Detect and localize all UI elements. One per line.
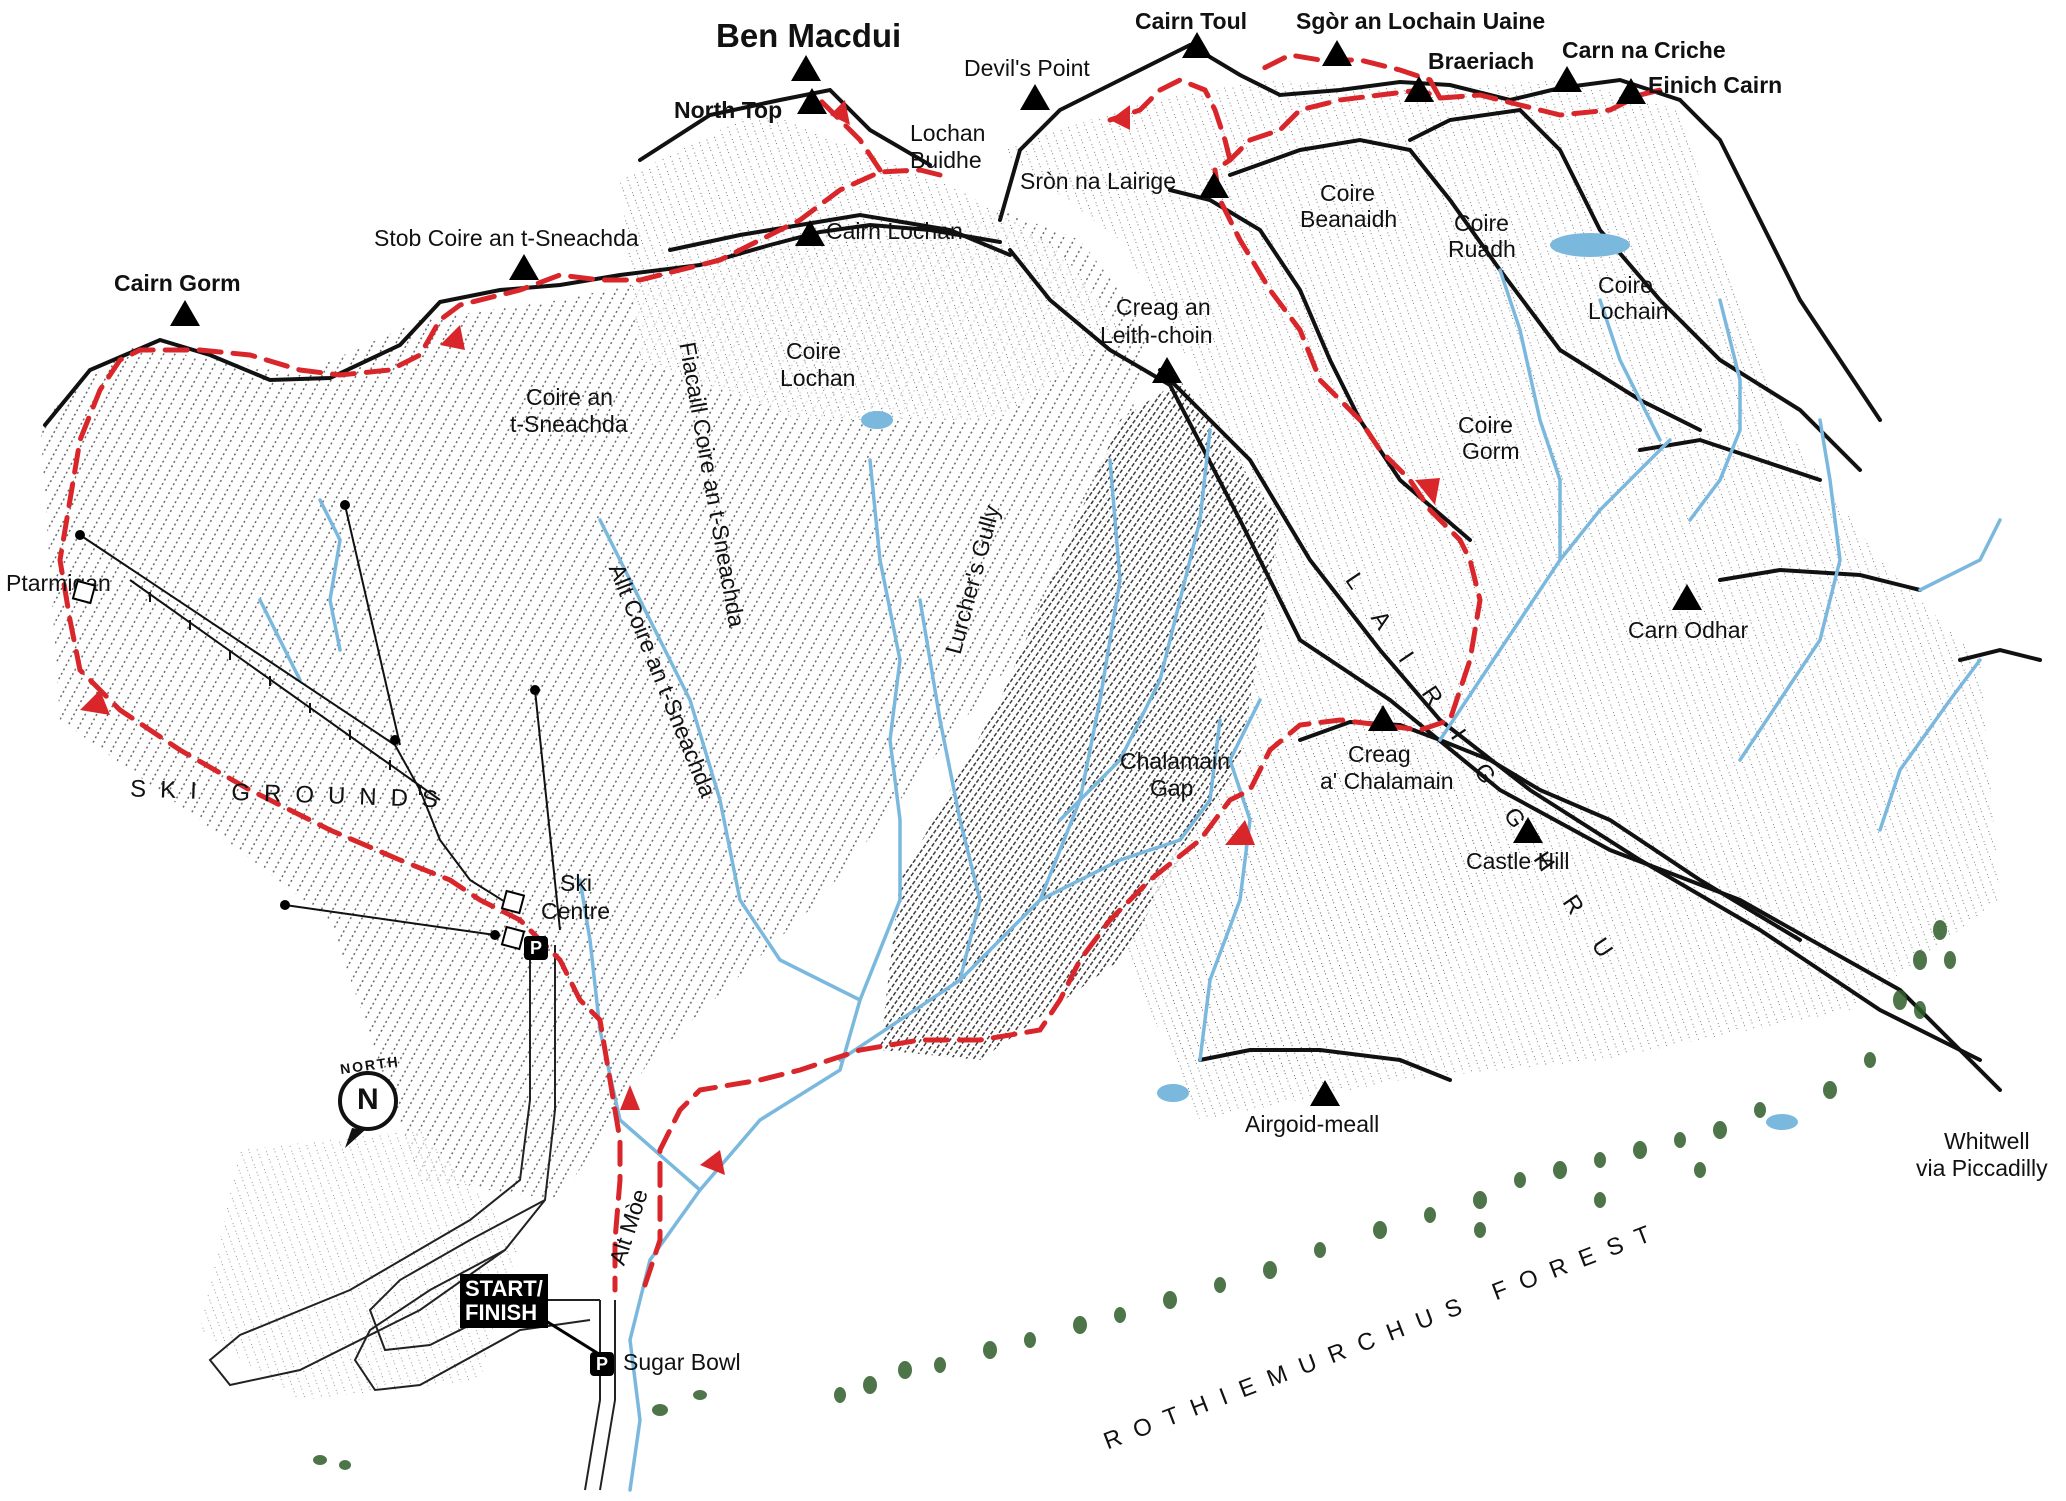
peak-marker-airgoid-meall: [1310, 1080, 1340, 1106]
label-airgoid-meall: Airgoid-meall: [1245, 1111, 1380, 1137]
peak-marker-carn-odhar: [1672, 584, 1702, 610]
start-finish-tag: START/ FINISH: [460, 1274, 548, 1328]
label-sugar-bowl: Sugar Bowl: [623, 1349, 741, 1375]
label-coire-lochain-1: Coire: [1598, 272, 1653, 298]
north-letter: N: [357, 1083, 379, 1116]
label-coire-beanaidh-2: Beanaidh: [1300, 206, 1398, 232]
label-whitwell-2: via Piccadilly: [1916, 1155, 2048, 1181]
start-finish-line-1: START/: [465, 1276, 543, 1301]
label-chalamain-gap-1: Chalamain: [1120, 748, 1230, 774]
label-north-top: North Top: [674, 97, 783, 123]
label-chalamain-gap-2: Gap: [1150, 775, 1194, 801]
lift-stations: [75, 500, 540, 940]
peak-marker-cairn-toul: [1182, 32, 1212, 58]
label-lochan-buidhe-2: Buidhe: [910, 147, 982, 173]
start-finish-line-2: FINISH: [465, 1300, 538, 1325]
north-compass: [338, 1071, 398, 1148]
peak-marker-cairn-lochan: [795, 220, 825, 246]
label-creag-chalamain-1: Creag: [1348, 741, 1411, 767]
peak-marker-creag-leith-choin: [1152, 357, 1182, 383]
label-sgor-an-lochain-uaine: Sgòr an Lochain Uaine: [1296, 8, 1546, 34]
label-carn-odhar: Carn Odhar: [1628, 617, 1749, 643]
forest: [313, 920, 1956, 1470]
label-coire-lochan-2: Lochan: [780, 365, 856, 391]
label-coire-ruadh-1: Coire: [1454, 210, 1509, 236]
label-carn-na-criche: Carn na Criche: [1562, 37, 1726, 63]
peak-marker-einich-cairn: [1616, 78, 1646, 104]
label-einich-cairn: Einich Cairn: [1648, 72, 1783, 98]
label-cairn-lochan: Cairn Lochan: [826, 218, 963, 244]
peak-marker-sron-na-lairige: [1199, 172, 1229, 198]
label-cairn-toul: Cairn Toul: [1135, 8, 1248, 34]
label-sron-na-lairige: Sròn na Lairige: [1020, 168, 1176, 194]
ski-lift-lines: [79, 504, 561, 936]
peak-marker-carn-na-criche: [1552, 66, 1582, 92]
label-stob-coire: Stob Coire an t-Sneachda: [374, 225, 639, 251]
label-ptarmigan: Ptarmigan: [6, 570, 111, 596]
label-cairn-gorm: Cairn Gorm: [114, 270, 241, 296]
label-creag-leith-choin-2: Leith-choin: [1100, 322, 1213, 348]
label-coire-lochain-2: Lochain: [1588, 298, 1669, 324]
lochs: [861, 233, 1798, 1130]
peak-marker-north-top: [797, 88, 827, 114]
label-coire-sneachda-2: t-Sneachda: [510, 411, 628, 437]
label-coire-gorm-1: Coire: [1458, 412, 1513, 438]
route-arrows: [80, 100, 1440, 1175]
lift-pylons: [149, 592, 421, 795]
peak-marker-ben-macdui: [791, 55, 821, 81]
peak-marker-devils-point: [1020, 84, 1050, 110]
parking-sugar-bowl: P: [590, 1352, 614, 1376]
label-castle-hill: Castle Hill: [1466, 848, 1570, 874]
label-coire-ruadh-2: Ruadh: [1448, 236, 1516, 262]
label-coire-gorm-2: Gorm: [1462, 438, 1520, 464]
label-whitwell-1: Whitwell: [1944, 1128, 2030, 1154]
peak-marker-cairn-gorm: [170, 300, 200, 326]
peak-marker-creag-chalamain: [1368, 705, 1398, 731]
label-coire-lochan-1: Coire: [786, 338, 841, 364]
peak-marker-sgor: [1322, 40, 1352, 66]
label-creag-leith-choin-1: Creag an: [1116, 294, 1211, 320]
peak-marker-braeriach: [1404, 76, 1434, 102]
terrain-shading: [40, 80, 2000, 1400]
peak-marker-castle-hill: [1513, 817, 1543, 843]
label-braeriach: Braeriach: [1428, 48, 1535, 74]
label-devils-point: Devil's Point: [964, 55, 1090, 81]
label-ski-centre-1: Ski: [560, 870, 592, 896]
label-ski-centre-2: Centre: [541, 898, 611, 924]
label-lochan-buidhe-1: Lochan: [910, 120, 986, 146]
label-creag-chalamain-2: a' Chalamain: [1320, 768, 1454, 794]
label-coire-beanaidh-1: Coire: [1320, 180, 1375, 206]
parking-ski-centre: P: [524, 936, 548, 960]
label-ben-macdui: Ben Macdui: [716, 17, 902, 54]
peak-marker-stob-coire: [509, 254, 539, 280]
label-coire-sneachda-1: Coire an: [526, 384, 613, 410]
